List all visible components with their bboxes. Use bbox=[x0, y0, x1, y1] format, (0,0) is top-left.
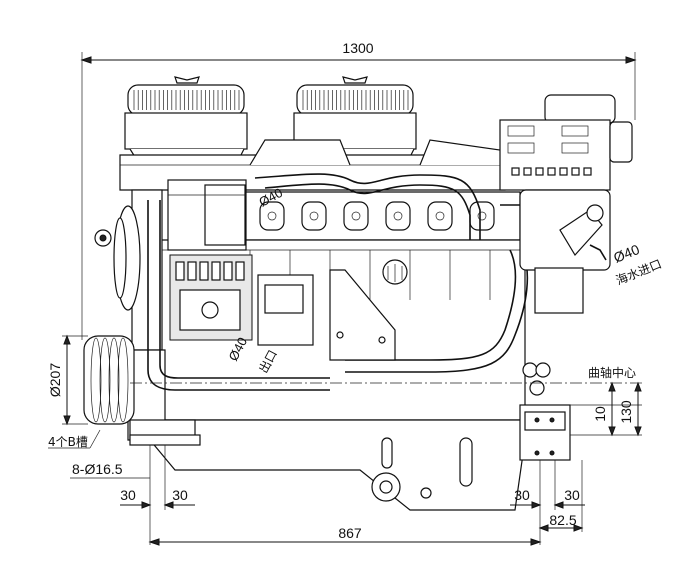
dimension-overall-width: 1300 bbox=[80, 40, 637, 340]
dimension-pulley-diameter: Ø207 4个B槽 bbox=[47, 334, 101, 449]
coolant-pipes bbox=[147, 173, 546, 391]
fuel-injection-pump bbox=[169, 254, 314, 346]
crankshaft-centerline: 曲轴中心 bbox=[130, 365, 642, 436]
dimension-mount-holes: 8-Ø16.5 bbox=[70, 461, 150, 479]
air-filter-left bbox=[124, 76, 248, 166]
left-offset-b-label: 30 bbox=[172, 487, 188, 503]
mount-foot-right bbox=[519, 362, 571, 461]
crank-pulley bbox=[62, 335, 135, 425]
pipe-dia-right-label: Ø40 bbox=[611, 241, 642, 266]
engine-bracket bbox=[329, 269, 396, 361]
dimension-right-heights: 10 130 bbox=[592, 381, 642, 437]
height-large-label: 130 bbox=[618, 400, 634, 424]
oil-pan bbox=[149, 419, 526, 511]
pulley-grooves-label: 4个B槽 bbox=[48, 435, 88, 449]
instrument-panel bbox=[499, 94, 633, 191]
crankshaft-center-label: 曲轴中心 bbox=[588, 365, 636, 380]
oil-filter-housing bbox=[167, 179, 247, 251]
right-offset-b-label: 30 bbox=[564, 487, 580, 503]
dimension-bottom: 30 30 30 30 82.5 867 bbox=[120, 460, 585, 546]
pulley-diameter-label: Ø207 bbox=[47, 363, 63, 397]
mount-foot-left bbox=[129, 434, 201, 475]
mount-holes-label: 8-Ø16.5 bbox=[72, 461, 123, 477]
right-offset-a-label: 30 bbox=[514, 487, 530, 503]
mount-span-label: 867 bbox=[338, 525, 362, 541]
left-offset-a-label: 30 bbox=[120, 487, 136, 503]
overall-width-label: 1300 bbox=[342, 40, 373, 56]
height-small-label: 10 bbox=[592, 406, 608, 422]
sea-water-pump bbox=[519, 189, 611, 314]
alternator-pulley bbox=[94, 205, 141, 311]
right-foot-label: 82.5 bbox=[549, 512, 576, 528]
